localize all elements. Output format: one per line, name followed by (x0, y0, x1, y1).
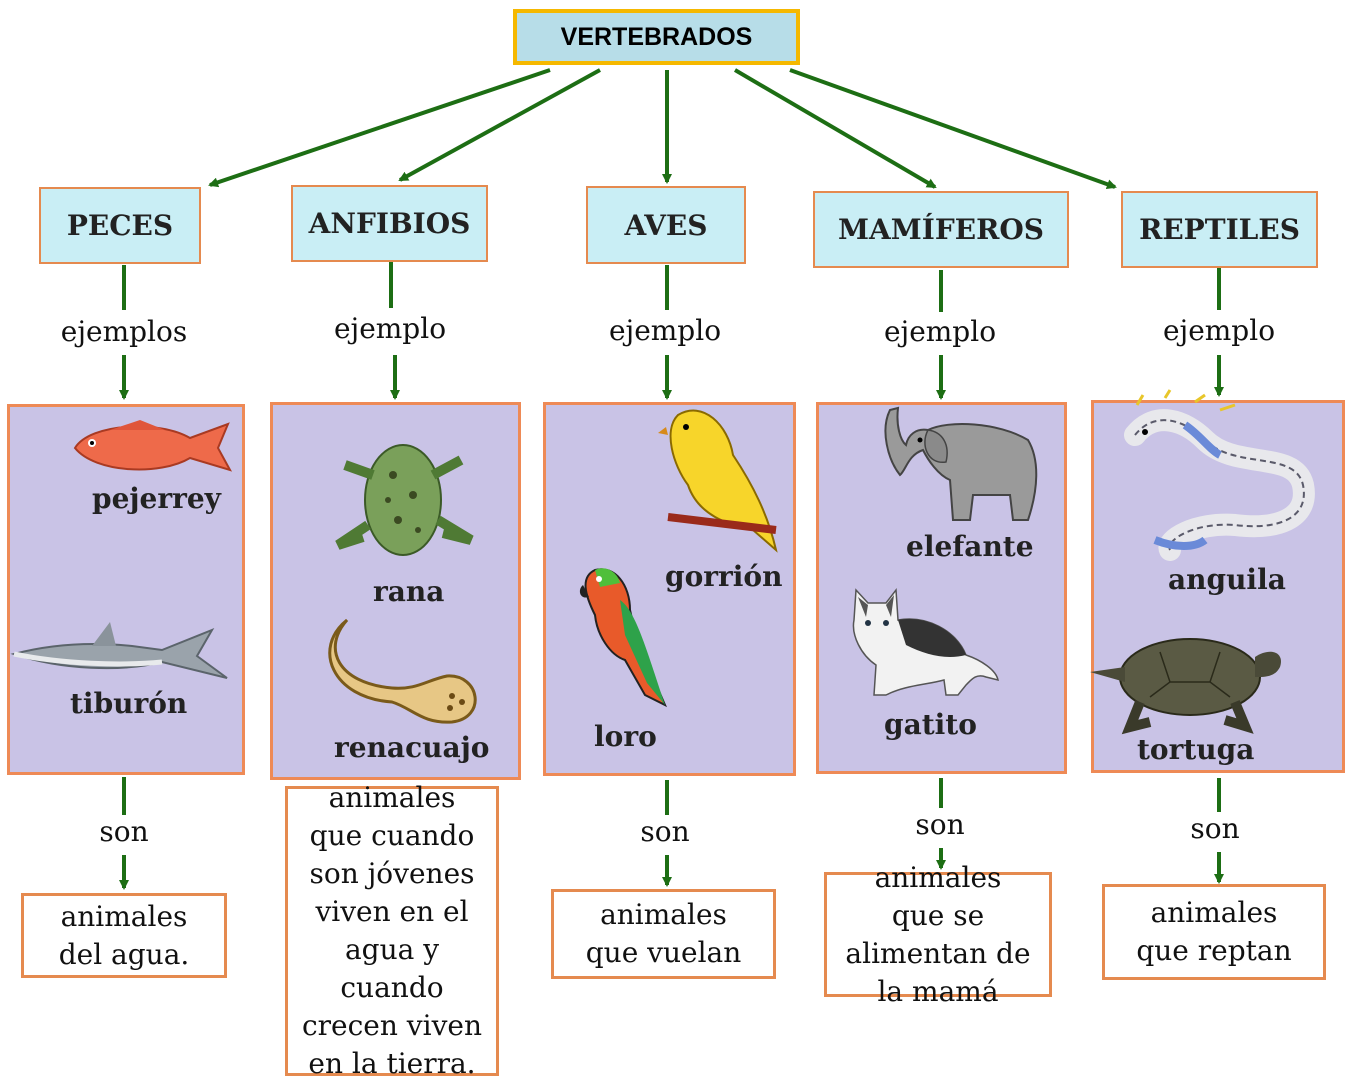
arrow-root-mamiferos (733, 68, 937, 189)
example-label: loro (594, 720, 657, 753)
category-aves: AVES (586, 186, 746, 264)
example-label: rana (373, 575, 445, 608)
turtle-icon (1090, 638, 1281, 735)
description-reptiles: animales que reptan (1102, 884, 1326, 980)
arrow-root-anfibios (398, 68, 601, 182)
example-label: elefante (906, 530, 1034, 563)
cat-icon (852, 587, 999, 696)
link-label: ejemplo (608, 314, 722, 347)
link-label: ejemplo (1162, 314, 1276, 347)
link-label: ejemplo (333, 312, 447, 345)
arrow-root-reptiles (789, 68, 1117, 189)
frog-icon (335, 444, 474, 556)
link-label: son (99, 815, 149, 848)
fish-icon (73, 420, 233, 472)
example-label: renacuajo (334, 731, 490, 764)
description-anfibios: animales que cuando son jóvenes viven en… (285, 781, 499, 1080)
link-label: ejemplos (60, 315, 188, 348)
link-label: ejemplo (883, 315, 997, 348)
example-label: tiburón (70, 687, 188, 720)
category-reptiles: REPTILES (1121, 191, 1318, 268)
example-label: gorrión (665, 560, 783, 593)
parrot-icon (579, 568, 668, 708)
arrow-root-peces (208, 68, 551, 188)
description-mamiferos: animales que se alimentan de la mamá (824, 861, 1052, 1008)
category-peces: PECES (39, 187, 201, 264)
category-mamiferos: MAMÍFEROS (813, 191, 1069, 268)
link-label: son (640, 815, 690, 848)
elephant-icon (884, 406, 1038, 521)
eel-icon (1124, 389, 1315, 561)
example-label: gatito (884, 708, 977, 741)
example-label: anguila (1168, 563, 1286, 596)
shark-icon (10, 622, 228, 679)
link-label: son (915, 808, 965, 841)
tadpole-icon (328, 618, 477, 724)
link-label: son (1190, 812, 1240, 845)
description-peces: animales del agua. (21, 893, 227, 978)
example-label: tortuga (1137, 733, 1255, 766)
canary-icon (658, 409, 778, 553)
example-label: pejerrey (92, 482, 221, 515)
root-node: VERTEBRADOS (513, 9, 800, 65)
category-anfibios: ANFIBIOS (291, 185, 488, 262)
description-aves: animales que vuelan (551, 889, 776, 979)
